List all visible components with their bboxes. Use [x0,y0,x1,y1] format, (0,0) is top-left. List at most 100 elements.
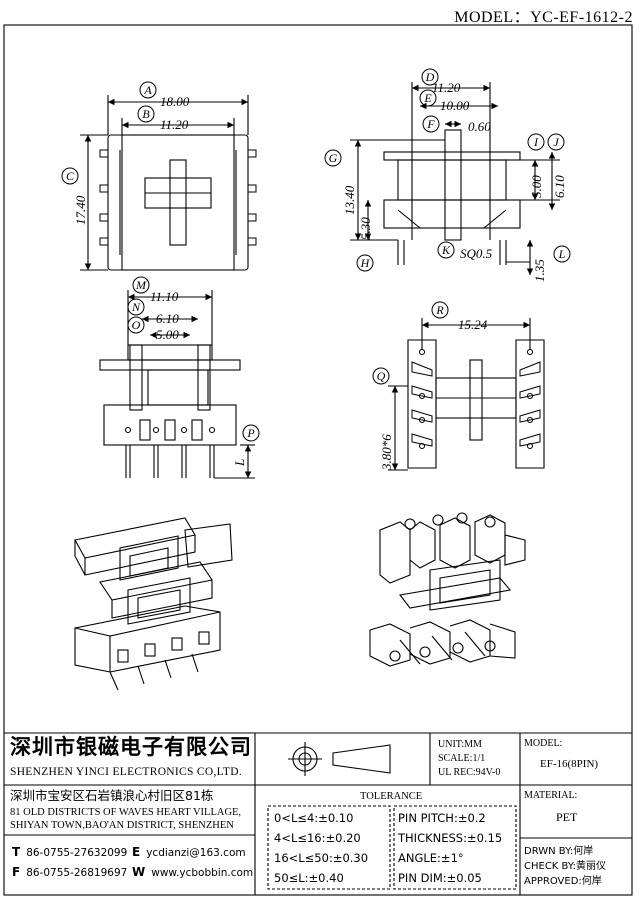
fax-letter: F [12,865,21,879]
material-value: PET [556,810,578,824]
tel-letter: T [12,845,21,859]
callout-F-label: F [426,117,435,131]
address-cn: 深圳市宝安区石岩镇浪心村旧区81栋 [10,788,214,803]
view-bottom [388,318,545,471]
callout-P-label: P [246,426,255,440]
tolerance-left-2: 16<L≤50:±0.30 [274,851,369,865]
callout-L-label: L [558,247,566,261]
tolerance-right-0: PIN PITCH:±0.2 [398,811,486,825]
spec-ul: UL REC:94V-0 [438,767,501,778]
callout-M-circle [132,276,150,294]
callout-K-label: K [441,243,451,257]
dim-I-text: 5.00 [529,175,544,198]
approved-by: APPROVED:何岸 [524,876,602,887]
dim-A-text: 18.00 [160,94,190,109]
tolerance-left-1: 4<L≤16:±0.20 [274,831,361,845]
callout-C-circle [61,167,79,185]
spec-scale: SCALE:1/1 [438,753,486,764]
dim-D-text: 11.20 [432,80,461,95]
dim-C-text: 17.40 [73,195,88,225]
dim-F-text: 0.60 [468,119,491,134]
dim-N-text: 6.10 [156,311,179,326]
callout-A-circle [139,81,157,99]
tolerance-right-3: PIN DIM:±0.05 [398,871,482,885]
checked-by: CHECK BY:黄丽仪 [524,861,607,872]
callout-K-circle [437,241,455,259]
dim-G-text: 13.40 [342,185,357,215]
callout-O-label: O [132,318,141,332]
callout-Q-circle [372,367,390,385]
dim-Q-text: 3.80*6 [379,434,394,471]
contact-tel: T 86-0755-27632099 [12,846,127,860]
email-value: ycdianzi@163.com [146,847,246,859]
callout-E-circle [419,89,437,107]
fax-value: 86-0755-26819697 [26,867,128,879]
web-value: www.ycbobbin.com [151,867,254,879]
callout-H-label: H [360,256,371,270]
callout-I-circle [527,133,545,151]
web-letter: W [132,865,146,879]
callout-G-circle [324,149,342,167]
tel-value: 86-0755-27632099 [26,847,128,859]
callout-B-circle [137,105,155,123]
tolerance-left-0: 0<L≤4:±0.10 [274,811,354,825]
sheet-border [3,24,633,896]
model-title: MODEL：YC-EF-1612-2 [454,9,633,26]
address-en-1: 81 OLD DISTRICTS OF WAVES HEART VILLAGE, [10,807,242,818]
callout-N-label: N [131,300,141,314]
dim-B-text: 11.20 [160,117,189,132]
tolerance-right-2: ANGLE:±1° [398,851,464,865]
callout-F-circle [422,115,440,133]
tolerance-title: TOLERANCE [360,791,423,802]
callout-Q-label: Q [377,369,386,383]
callout-O-circle [127,316,145,334]
callout-A-label: A [143,83,152,97]
model-box-value: EF-16(8PIN) [540,758,599,770]
callout-M-label: M [135,278,147,292]
dim-J-text: 6.10 [552,175,567,198]
view-side [350,82,560,275]
callout-J-circle [547,133,565,151]
dim-H-text: 5.30 [358,217,373,240]
tolerance-right-1: THICKNESS:±0.15 [398,831,503,845]
dim-M-text: 11.10 [150,289,179,304]
callout-L-circle [553,245,571,263]
callout-N-circle [127,298,145,316]
view-top [80,95,257,271]
company-name-en: SHENZHEN YINCI ELECTRONICS CO,LTD. [10,766,242,778]
drawn-by: DRWN BY:何岸 [524,846,594,857]
tolerance-left-3: 50≤L:±0.40 [274,871,344,885]
callout-J-label: J [553,135,559,149]
spec-unit: UNIT:MM [438,739,482,750]
contact-fax: F 86-0755-26819697 [12,866,127,880]
projection-symbol [288,742,391,776]
callout-E-label: E [423,91,432,105]
model-box-label: MODEL: [524,738,563,749]
dim-K-text: SQ0.5 [460,246,493,261]
callout-D-label: D [425,70,435,84]
callout-R-circle [431,301,449,319]
company-name-cn: 深圳市银磁电子有限公司 [10,735,252,759]
view-front [99,290,255,479]
email-letter: E [132,845,141,859]
callout-I-label: I [533,135,539,149]
callout-H-circle [356,254,374,272]
callout-R-label: R [435,303,444,317]
material-label: MATERIAL: [524,790,578,801]
dim-R-text: 15.24 [458,317,488,332]
dim-P-text: L [232,459,247,467]
iso-assembled [369,512,526,667]
address-en-2: SHIYAN TOWN,BAO'AN DISTRICT, SHENZHEN [10,820,234,831]
callout-G-label: G [329,151,338,165]
dim-E-text: 10.00 [440,98,470,113]
dim-O-text: 5.00 [156,327,179,342]
callout-B-label: B [142,107,150,121]
iso-exploded [74,517,233,691]
callout-C-label: C [66,169,75,183]
dim-L-text: 1.35 [532,259,547,282]
callout-P-circle [242,424,260,442]
